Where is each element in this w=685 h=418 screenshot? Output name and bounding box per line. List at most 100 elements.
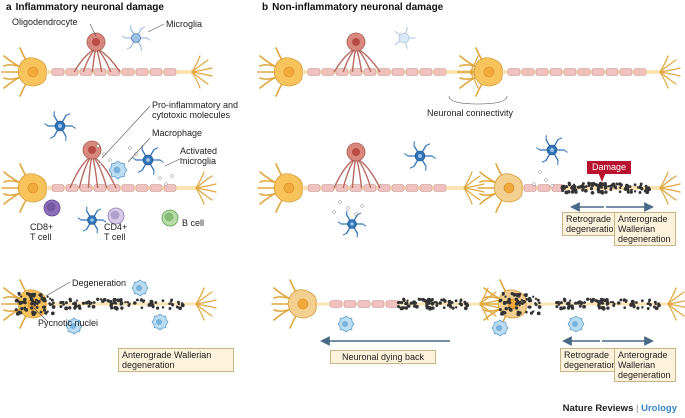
neuron-b3-myelin	[523, 184, 537, 192]
cytokines-b2-molecule	[338, 200, 342, 204]
debris-b5-soma-particle	[537, 305, 542, 309]
microglia-b2-top	[404, 141, 436, 171]
macrophage-a3-1	[131, 279, 149, 297]
box-retrograde-2-line2: degeneration	[564, 360, 617, 370]
debris-b3-particle	[601, 183, 605, 187]
neuron-b4-myelin	[343, 300, 357, 308]
debris-b4	[396, 297, 470, 311]
debris-b5-axon-particle	[611, 301, 615, 304]
debris-b5-soma-particle	[510, 291, 514, 296]
debris-b5-soma-particle	[523, 293, 527, 297]
oligodendrocyte-a1	[73, 32, 121, 73]
debris-b4-particle	[440, 298, 444, 302]
debris-b3-particle	[625, 186, 629, 190]
debris-b3-particle	[638, 191, 642, 194]
microglia-a2-activated-process	[132, 157, 137, 161]
neuron-a1-myelin	[93, 68, 107, 76]
debris-b5-axon-particle	[565, 302, 569, 306]
box-anterograde-2: Anterograde Wallerian degeneration	[614, 348, 676, 382]
debris-b5-soma-particle	[518, 304, 521, 307]
box-retrograde-2: Retrograde degeneration	[560, 348, 620, 372]
journal-credit: Nature Reviews | Urology	[563, 403, 677, 414]
cytokines-b2-molecule	[332, 210, 336, 214]
debris-b4-particle	[463, 300, 467, 304]
cytokines-b2-molecule	[346, 206, 350, 210]
debris-a3-axon-particle	[72, 302, 75, 306]
neuron-a1-myelin	[135, 68, 149, 76]
debris-b3-particle	[647, 188, 651, 191]
neuron-b1-post-myelin	[591, 68, 605, 76]
microglia-a2-left-process	[65, 113, 71, 117]
microglia-b2-bottom-process	[356, 212, 362, 216]
debris-a3-axon-particle	[62, 303, 65, 306]
debris-b5-axon-particle	[597, 306, 602, 310]
box-anterograde-1-line2: Wallerian	[618, 224, 656, 234]
cytokines-b2-molecule	[360, 204, 364, 208]
debris-a3-axon-particle	[87, 305, 91, 308]
label-pycnotic-nuclei: Pycnotic nuclei	[38, 318, 99, 328]
macrophage-a3-3	[151, 313, 169, 331]
debris-a3-axon-particle	[101, 299, 105, 304]
neuron-b2-myelin	[433, 184, 447, 192]
neurons-layer	[1, 47, 685, 329]
debris-a3-soma-particle	[20, 306, 24, 311]
microglia-b3-process	[541, 159, 547, 163]
debris-b5-soma-particle	[527, 298, 532, 303]
box-anterograde-a-line1: Anterograde Wallerian	[122, 350, 212, 360]
microglia-a2-bottom-nucleus	[90, 218, 94, 222]
debris-b3-particle	[628, 185, 632, 188]
debris-b4-particle	[404, 302, 408, 306]
debris-a3-axon-particle	[135, 298, 139, 302]
debris-b4-particle	[400, 301, 404, 305]
neuron-b3-nucleus	[503, 182, 515, 194]
neuron-b4-myelin	[357, 300, 371, 308]
debris-a3-soma-particle	[48, 297, 52, 300]
debris-b5-axon-particle	[569, 299, 572, 302]
box-anterograde-a-line2: degeneration	[122, 360, 175, 370]
debris-a3-axon-particle	[64, 301, 68, 305]
neuron-b3-myelin	[537, 184, 551, 192]
leader-lines	[33, 23, 508, 323]
debris-a3-axon-particle	[170, 298, 174, 302]
debris-b4-particle	[425, 306, 429, 310]
debris-b3-particle	[633, 183, 637, 187]
neuron-b1-pre	[257, 47, 491, 97]
debris-b3-particle	[572, 184, 577, 189]
neuron-a2-myelin	[135, 184, 149, 192]
debris-b3-particle	[645, 187, 648, 191]
debris-b5-axon-particle	[559, 301, 563, 305]
debris-b5-axon-particle	[555, 305, 559, 309]
debris-b3-particle	[590, 190, 595, 195]
neuron-b2-nucleus	[283, 182, 295, 194]
oligodendrocyte-b2	[333, 142, 381, 189]
macrophage-b5-2	[567, 315, 585, 333]
debris-a3-soma-particle	[50, 311, 55, 316]
debris-b4-particle	[404, 306, 409, 310]
neuron-b1-pre-myelin	[349, 68, 363, 76]
debris-a3-axon-particle	[110, 306, 114, 310]
damage-badge: Damage	[587, 161, 632, 174]
neuron-b2-myelin	[307, 184, 321, 192]
debris-b5-soma-particle	[498, 299, 502, 303]
oligodendrocyte-a2	[69, 140, 117, 189]
microglia-a1-process	[126, 46, 132, 50]
debris-b4-particle	[442, 306, 446, 310]
debris-b5-soma-particle	[536, 298, 540, 302]
debris-a3-axon-particle	[124, 300, 127, 304]
microglia-b3	[536, 135, 568, 165]
debris-a3-axon-particle	[116, 298, 121, 303]
debris-b3-particle	[589, 186, 594, 191]
debris-b5-axon-particle	[578, 305, 582, 308]
neuron-b1-post-myelin	[619, 68, 633, 76]
debris-b3-particle	[568, 183, 571, 187]
debris-a3-axon-particle	[113, 306, 117, 310]
debris-b5-axon-particle	[582, 304, 586, 309]
debris-b5-axon-particle	[609, 300, 613, 304]
box-anterograde-2-line3: degeneration	[618, 370, 671, 380]
microglia-b2-top-process	[425, 143, 431, 147]
debris-a3-soma-particle	[30, 302, 34, 306]
debris-b5-soma	[498, 291, 542, 317]
debris-b5-axon-particle	[646, 307, 650, 310]
debris-b4-particle	[407, 304, 411, 308]
debris-a3-soma-particle	[51, 303, 54, 306]
